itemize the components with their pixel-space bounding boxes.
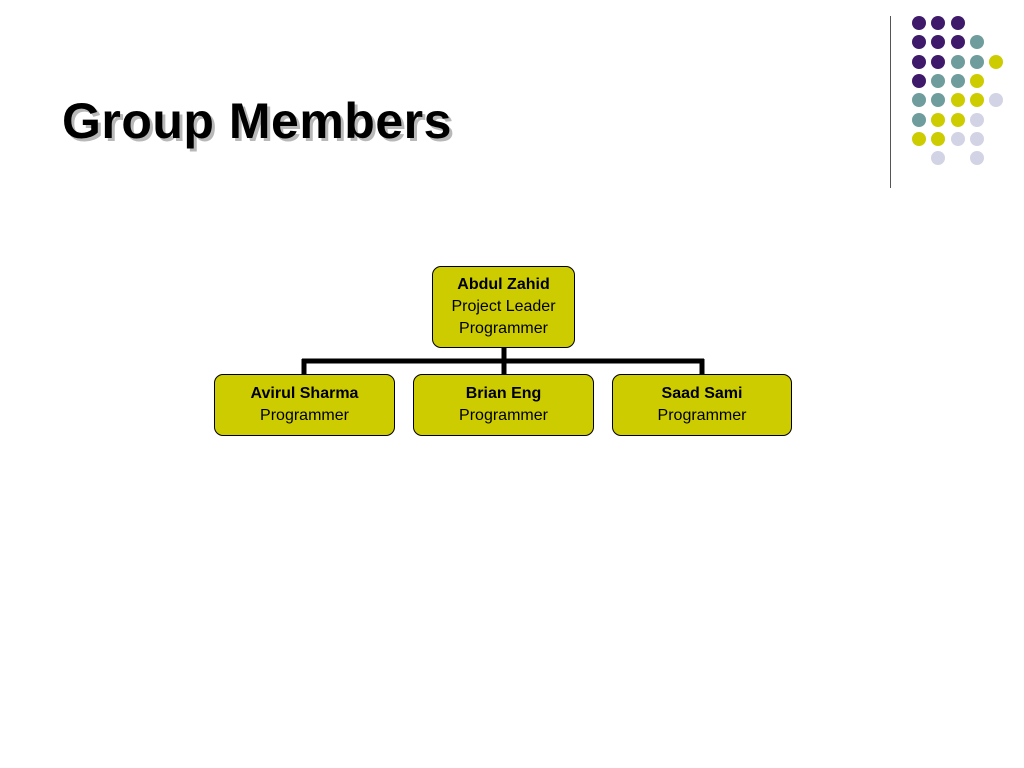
org-node-root: Abdul Zahid Project Leader Programmer (432, 266, 575, 348)
decorative-dot (989, 54, 1004, 69)
org-node-child-3: Saad Sami Programmer (612, 374, 792, 436)
node-name: Brian Eng (465, 385, 542, 402)
decorative-dot (950, 54, 965, 69)
node-role: Programmer (260, 407, 349, 424)
decorative-dot (950, 16, 965, 30)
decorative-dot (950, 35, 965, 50)
decorative-dot (969, 131, 984, 146)
decorative-dot (950, 93, 965, 108)
decorative-dot (912, 73, 926, 88)
decorative-dot (931, 112, 946, 127)
decorative-dot (912, 112, 926, 127)
decorative-dot (912, 93, 926, 108)
node-role: Programmer (657, 407, 747, 424)
decorative-dot (931, 35, 946, 50)
header-divider-line (890, 16, 891, 188)
decorative-dot (931, 131, 946, 146)
node-name: Avirul Sharma (250, 385, 359, 402)
decorative-dot (989, 93, 1004, 108)
decorative-dot (931, 73, 946, 88)
decorative-dot (950, 131, 965, 146)
node-role: Programmer (459, 407, 548, 424)
node-role: Programmer (459, 320, 548, 337)
decorative-dot (950, 112, 965, 127)
node-name: Saad Sami (661, 385, 743, 402)
decorative-dot (912, 54, 926, 69)
decorative-dot (969, 112, 984, 127)
decorative-dot (969, 54, 984, 69)
decorative-dot (969, 93, 984, 108)
decorative-dot (931, 16, 946, 30)
decorative-dot (969, 73, 984, 88)
decorative-dot (931, 151, 946, 166)
decorative-dot (912, 16, 926, 30)
decorative-dot (931, 54, 946, 69)
slide-title: Group Members (62, 93, 452, 149)
decorative-dot (950, 73, 965, 88)
decorative-dot (969, 35, 984, 50)
decorative-dot (969, 151, 984, 166)
decorative-dot (912, 131, 926, 146)
node-role: Project Leader (451, 298, 556, 315)
decorative-dot (912, 35, 926, 50)
node-name: Abdul Zahid (457, 276, 550, 293)
org-node-child-2: Brian Eng Programmer (413, 374, 594, 436)
org-node-child-1: Avirul Sharma Programmer (214, 374, 395, 436)
decorative-dot (931, 93, 946, 108)
